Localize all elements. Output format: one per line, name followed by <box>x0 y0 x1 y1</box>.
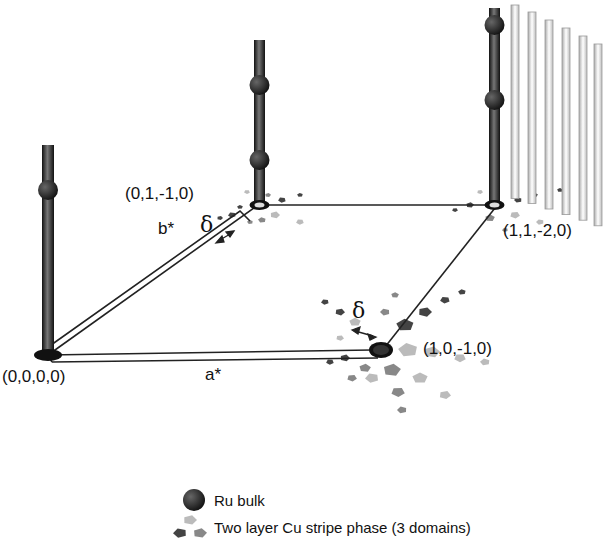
cu-spot <box>271 212 280 219</box>
light-rod <box>528 12 536 203</box>
cu-spot <box>321 300 329 305</box>
legend-text: Two layer Cu stripe phase (3 domains) <box>214 520 471 535</box>
cu-spot <box>218 216 224 220</box>
ru-rods <box>34 8 505 361</box>
cu-spot <box>296 220 304 225</box>
cu-spot <box>440 297 449 304</box>
cu-spot <box>397 407 406 414</box>
cu-spot <box>258 217 266 222</box>
index-label: a* <box>205 366 221 383</box>
cu-spot <box>458 289 466 294</box>
index-label: (0,0,0,0) <box>2 368 65 385</box>
cu-spot <box>391 292 399 297</box>
index-label: b* <box>158 220 174 237</box>
cu-spot <box>278 198 286 203</box>
cu-spot <box>326 360 334 365</box>
cu-spot <box>510 212 520 219</box>
cu-spot <box>347 375 357 382</box>
cu-spot <box>380 309 389 316</box>
cu-spot <box>297 193 303 197</box>
cu-spot <box>452 208 458 212</box>
cu-spot <box>173 528 186 537</box>
cu-spot <box>237 205 243 209</box>
cu-spot <box>244 190 250 194</box>
light-rod <box>511 5 519 199</box>
index-label: (1,1,-2,0) <box>503 222 572 239</box>
light-rod <box>594 44 602 226</box>
cu-spot <box>440 391 451 399</box>
cu-spot <box>265 193 271 197</box>
cu-spot <box>337 336 345 341</box>
index-label: (1,0,-1,0) <box>423 340 492 357</box>
cu-spot <box>477 190 483 194</box>
cu-spot <box>384 364 401 376</box>
light-rod <box>579 36 587 220</box>
cu-spot <box>184 515 197 524</box>
cu-spot <box>480 359 489 366</box>
cu-spot <box>365 374 378 383</box>
delta-label: δ <box>352 300 365 322</box>
light-rod <box>545 20 553 209</box>
cu-spot <box>336 309 345 316</box>
delta-label: δ <box>200 214 213 236</box>
cu-spot <box>398 343 417 356</box>
lattice-lines <box>44 205 495 362</box>
cu-spot <box>419 307 432 316</box>
cu-spot <box>360 364 371 372</box>
delta-marks <box>216 231 376 340</box>
index-label: (0,1,-1,0) <box>125 185 194 202</box>
legend-text: Ru bulk <box>214 493 265 508</box>
light-rod <box>562 28 570 215</box>
cu-spot <box>392 388 405 397</box>
cu-spot <box>412 372 427 382</box>
light-rods <box>511 5 602 226</box>
legend-samples <box>173 489 207 538</box>
cu-spot <box>194 528 207 537</box>
